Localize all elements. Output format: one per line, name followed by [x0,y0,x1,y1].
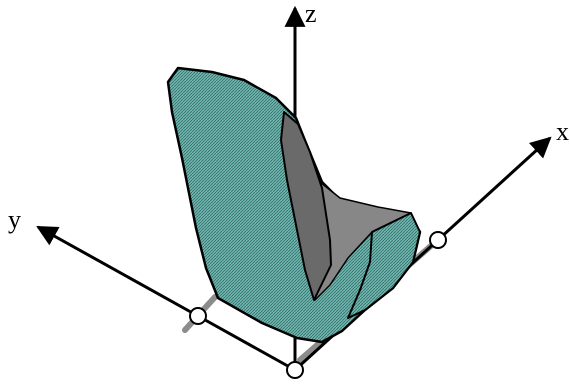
seat-front-bolster [347,212,421,319]
x-axis-label: x [556,117,569,146]
pivot-right [429,231,447,249]
pivot-left [189,307,207,325]
z-axis-label: z [305,0,317,28]
backrest-inner-panel [280,111,332,301]
frame-left-to-origin [197,314,296,372]
pivot-origin [286,361,304,379]
y-axis-label: y [8,205,21,234]
y-axis [36,225,199,318]
